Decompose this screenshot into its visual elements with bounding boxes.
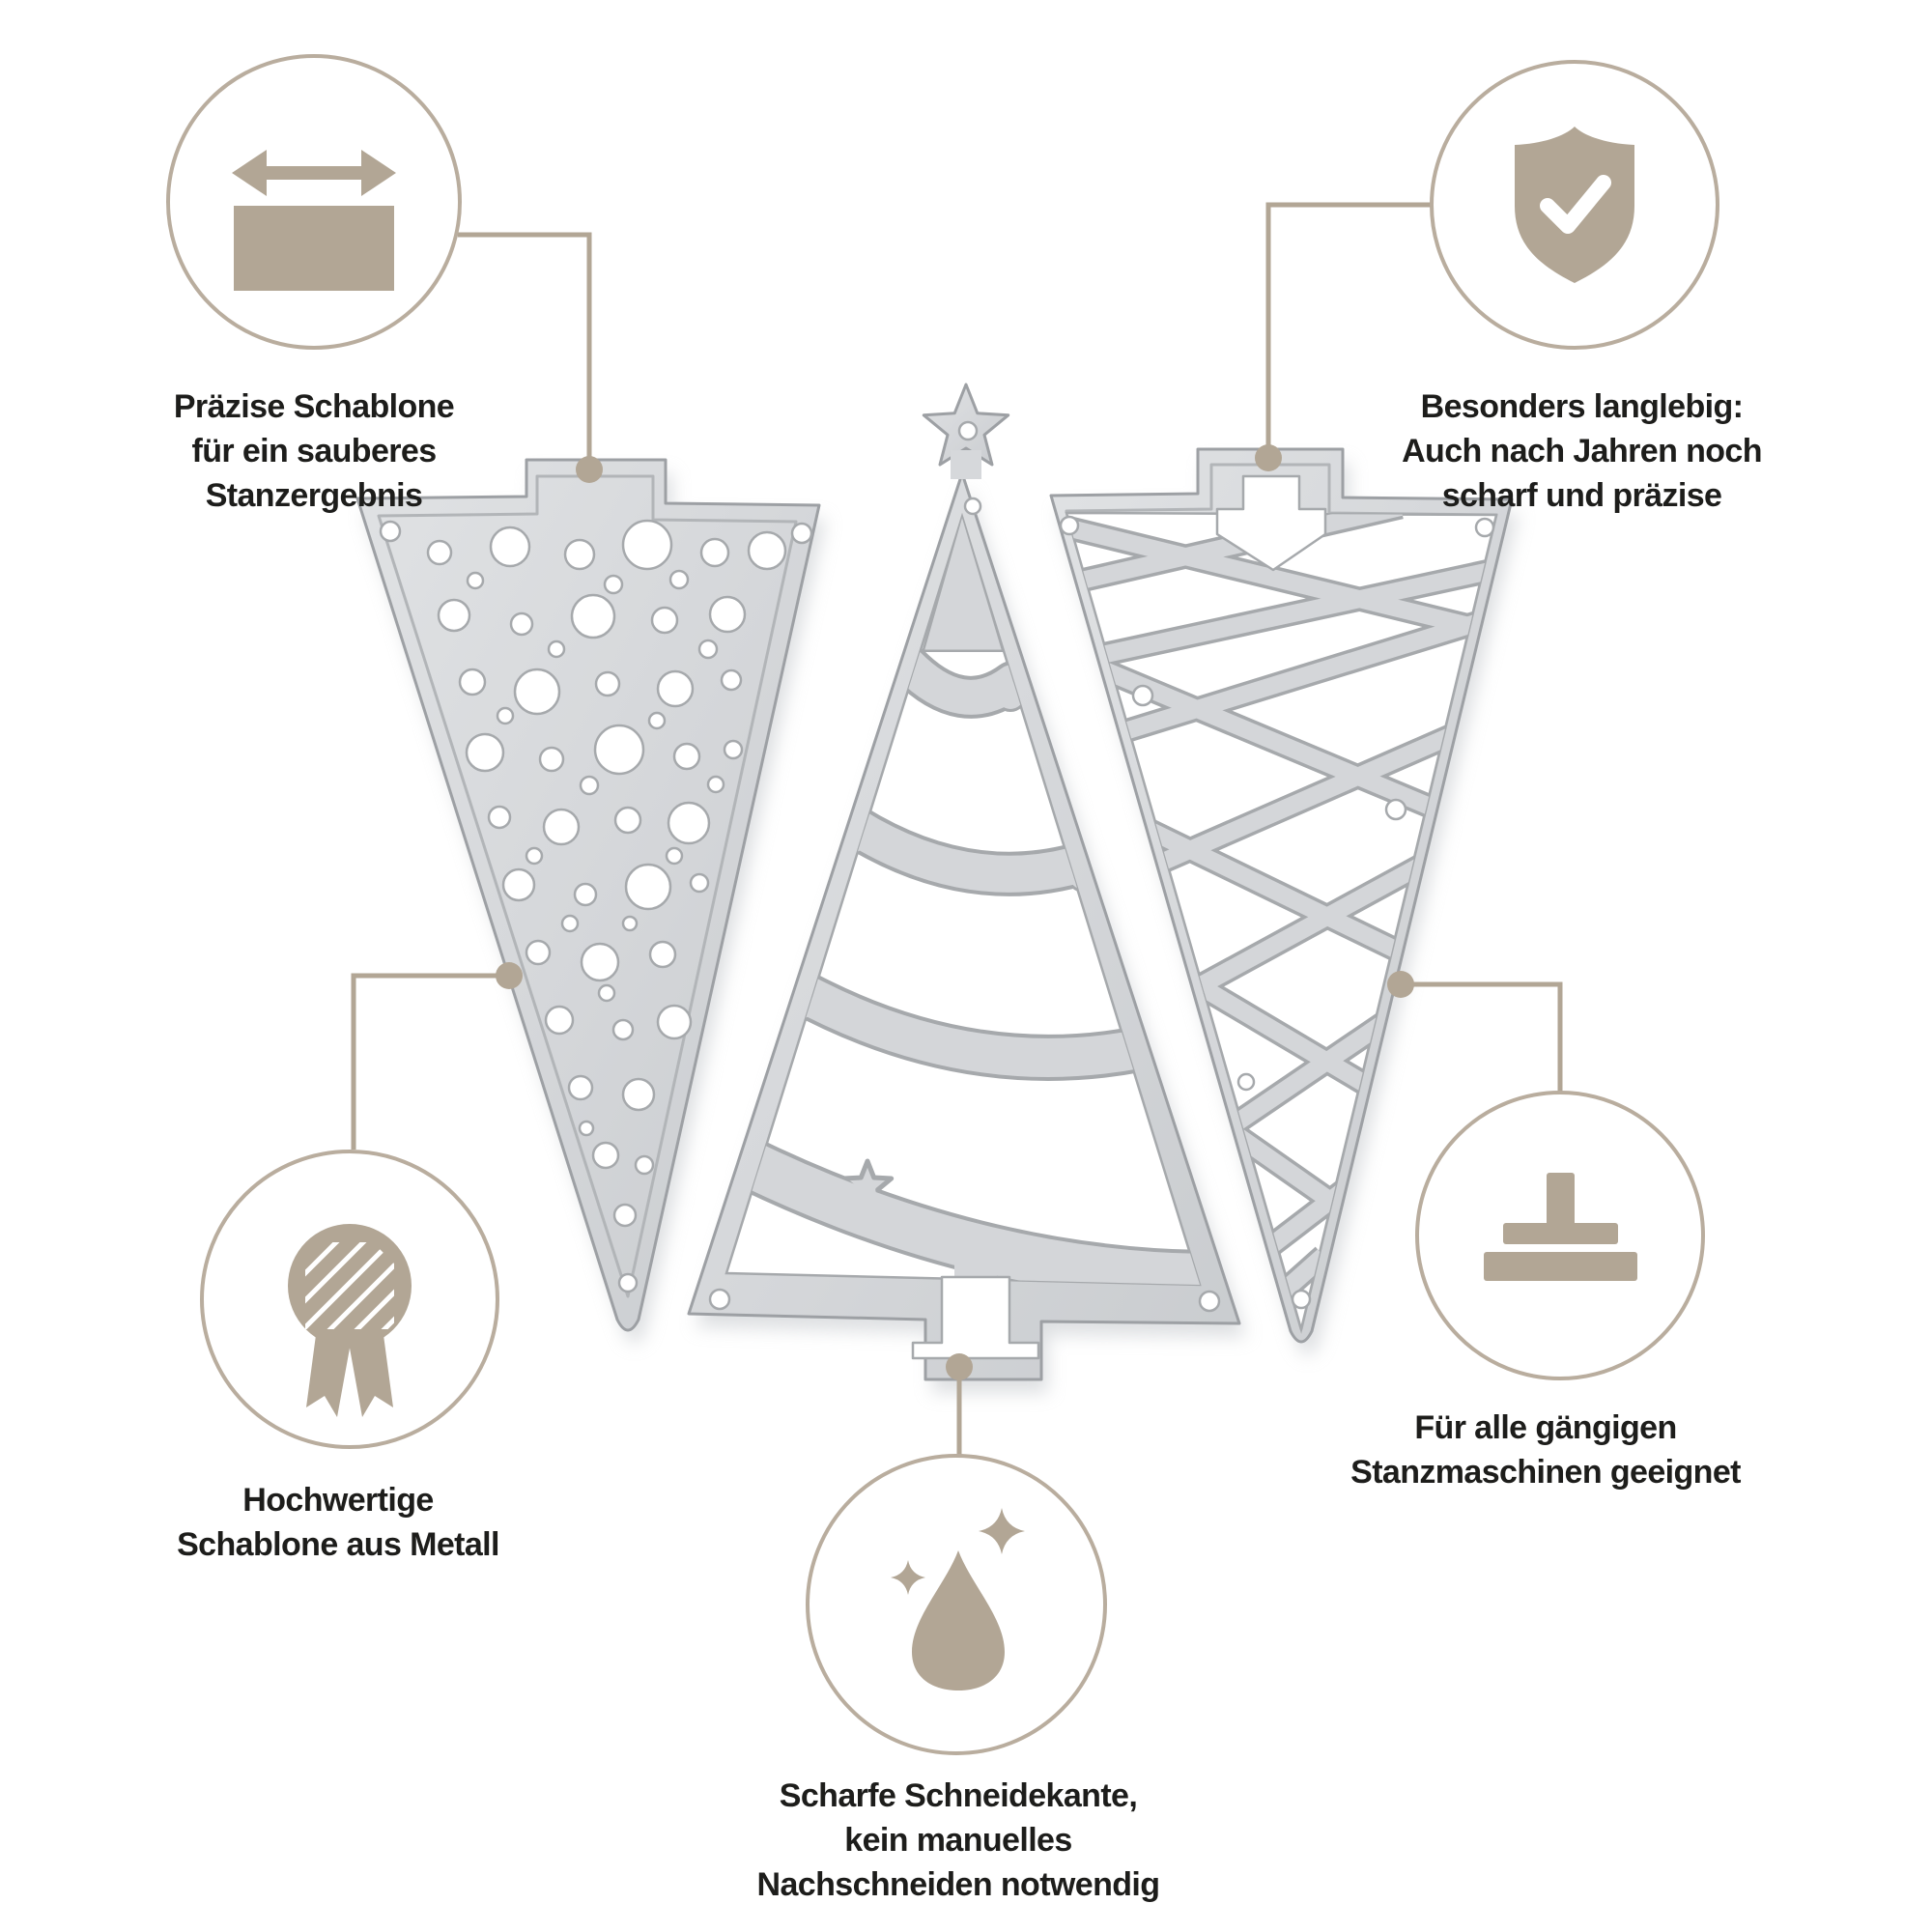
label-line: Für alle gängigen xyxy=(1414,1409,1677,1446)
label-line: Schablone aus Metall xyxy=(177,1526,499,1563)
feature-label-compatibility: Für alle gängigen Stanzmaschinen geeigne… xyxy=(1314,1406,1777,1494)
label-line: kein manuelles xyxy=(844,1822,1072,1859)
tab-notch-cutout xyxy=(1215,474,1327,572)
die-hole-pattern xyxy=(379,519,813,1293)
label-line: scharf und präzise xyxy=(1441,477,1722,514)
label-line: Stanzmaschinen geeignet xyxy=(1350,1454,1741,1491)
label-line: Nachschneiden notwendig xyxy=(756,1866,1161,1903)
medal-icon xyxy=(288,1224,412,1417)
feature-circle-material xyxy=(200,1150,499,1449)
feature-circle-compatibility xyxy=(1415,1091,1705,1380)
connector-dots xyxy=(496,444,1414,1380)
droplet-sparkles-icon xyxy=(891,1507,1025,1690)
feature-label-material: Hochwertige Schablone aus Metall xyxy=(106,1478,570,1567)
dots-triangle-die xyxy=(355,458,821,1332)
label-line: Hochwertige xyxy=(242,1482,434,1519)
label-line: Scharfe Schneidekante, xyxy=(779,1777,1138,1814)
label-line: Auch nach Jahren noch xyxy=(1402,433,1762,469)
feature-label-sharpness: Scharfe Schneidekante, kein manuelles Na… xyxy=(726,1774,1190,1907)
feature-label-precision: Präzise Schablone für ein sauberes Stanz… xyxy=(82,384,546,518)
label-line: für ein sauberes xyxy=(191,433,437,469)
christmas-tree-die xyxy=(687,383,1241,1381)
label-line: Präzise Schablone xyxy=(173,388,455,425)
trunk-cutout xyxy=(911,1275,1040,1360)
feature-circle-durability xyxy=(1430,60,1719,350)
feature-label-durability: Besonders langlebig: Auch nach Jahren no… xyxy=(1338,384,1826,518)
label-line: Stanzergebnis xyxy=(205,477,423,514)
shield-check-icon xyxy=(1515,127,1634,283)
callout-connectors xyxy=(351,202,1563,1455)
feature-circle-precision xyxy=(166,54,462,350)
die-press-icon xyxy=(1484,1173,1637,1281)
label-line: Besonders langlebig: xyxy=(1420,388,1744,425)
feature-circle-sharpness xyxy=(806,1454,1107,1755)
width-arrows-icon xyxy=(232,150,396,291)
